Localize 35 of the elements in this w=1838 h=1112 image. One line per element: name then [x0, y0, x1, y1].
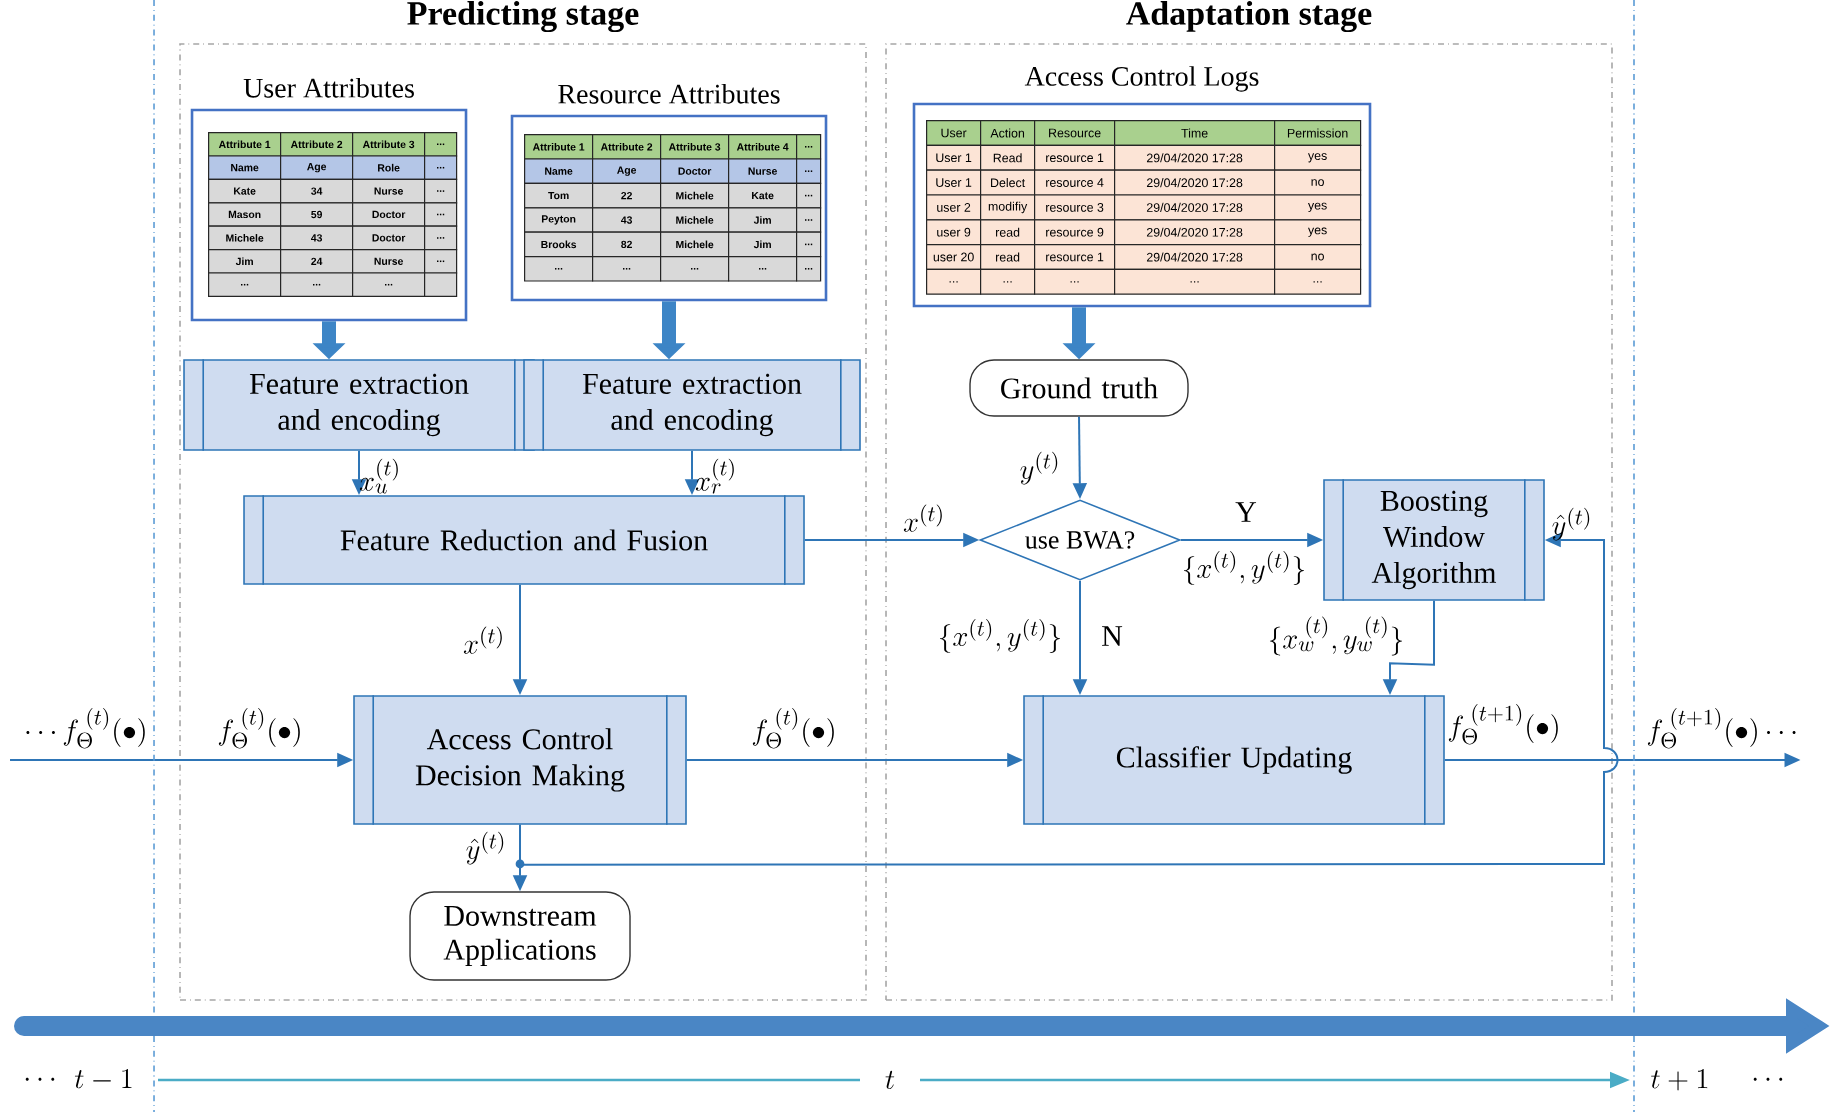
node-label: Predicting stage: [407, 1, 639, 33]
process-box: Feature extraction and encoding: [183, 358, 535, 452]
edge-label: N: [1102, 626, 1123, 646]
math-label: $\{x^{(t)},y^{(t)}\}$: [940, 618, 1060, 653]
edge-label: $y^{(t)}$: [1020, 451, 1058, 485]
terminal-box: Ground truth: [969, 359, 1189, 417]
math-label: $t$: [885, 1070, 895, 1090]
terminal-box: Downstream Applications: [409, 891, 631, 981]
edge-label: $f_{\Theta}^{\;(t+1)}(\bullet)$: [1448, 703, 1558, 745]
process-box: Classifier Updating: [1023, 694, 1445, 826]
edge-label: $\{x_w^{\;(t)},y_w^{\;(t)}\}$: [1269, 616, 1403, 656]
node-label: Access Control Logs: [1024, 66, 1259, 92]
edge-label: $x_r^{(t)}$: [695, 458, 734, 494]
edge-label: $\hat{y}^{(t)}$: [1552, 507, 1590, 541]
node-label: Resource Attributes: [558, 83, 780, 104]
math-label: $t-1$: [74, 1068, 132, 1089]
math-label: $\cdots$: [1753, 1077, 1783, 1081]
math-label: $t+1$: [1651, 1069, 1708, 1091]
process-box: Feature Reduction and Fusion: [243, 494, 805, 586]
math-label: $\cdots$: [25, 1077, 55, 1081]
process-box: Feature extraction and encoding: [523, 358, 861, 452]
node-label: Adaptation stage: [1126, 1, 1372, 33]
process-box: Boosting Window Algorithm: [1323, 478, 1545, 602]
node-label: User Attributes: [243, 77, 414, 98]
math-label: $\cdots f_{\Theta}^{\;(t)}(\bullet)$: [26, 707, 145, 749]
math-label: $\{x^{(t)},y^{(t)}\}$: [1184, 550, 1304, 585]
edge-label: Y: [1235, 502, 1257, 522]
edge-label: $x^{(t)}$: [903, 504, 942, 532]
edge-label: $f_{\Theta}^{\;(t)}(\bullet)$: [752, 707, 834, 749]
edge-label: $f_{\Theta}^{\;(t)}(\bullet)$: [218, 707, 300, 749]
edge-label: $\hat{y}^{(t)}$: [466, 831, 504, 865]
process-box: Access Control Decision Making: [353, 694, 687, 826]
edge-label: $x_u^{(t)}$: [359, 458, 398, 494]
edge-label: $x^{(t)}$: [463, 626, 502, 654]
math-label: $f_{\Theta}^{\;(t+1)}(\bullet)\cdots$: [1647, 707, 1796, 749]
